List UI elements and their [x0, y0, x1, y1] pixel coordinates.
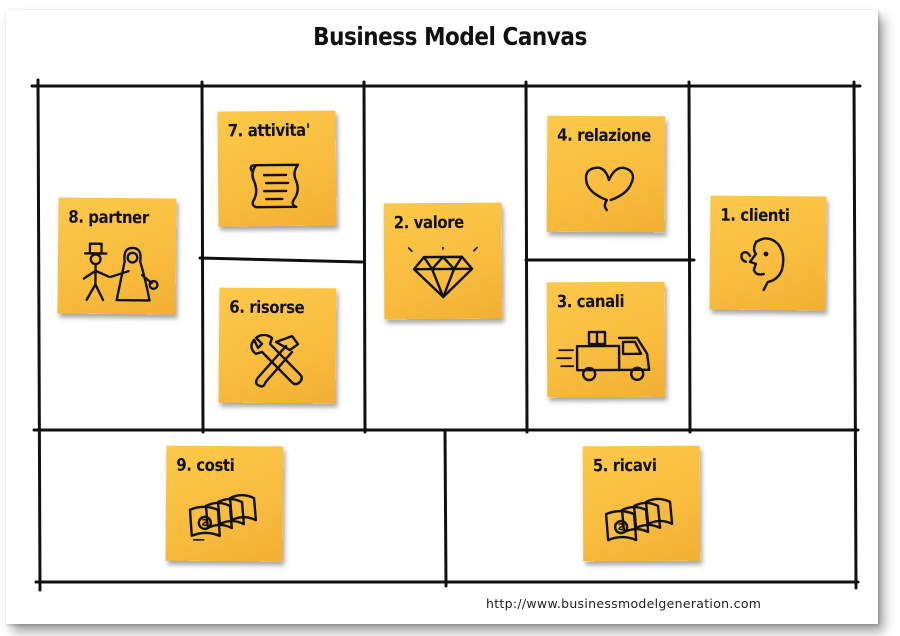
grid-left-line: [36, 78, 42, 592]
note-valore: 2. valore: [383, 202, 503, 320]
note-costi-label: 9. costi: [176, 455, 235, 477]
note-canali-label: 3. canali: [556, 291, 625, 313]
note-risorse-label: 6. risorse: [229, 297, 305, 319]
face-profile-icon: [740, 237, 785, 292]
note-clienti: 1. clienti: [709, 195, 827, 311]
note-clienti-label: 1. clienti: [720, 205, 790, 227]
diamond-icon: [407, 246, 479, 299]
scroll-icon: [249, 163, 300, 209]
note-risorse: 6. risorse: [218, 287, 337, 404]
money-bills-icon: [604, 497, 674, 542]
note-ricavi: 5. ricavi: [582, 445, 701, 562]
bride-groom-icon: [82, 242, 159, 302]
note-relazione: 4. relazione: [546, 115, 666, 233]
note-costi: 9. costi: [165, 445, 284, 562]
note-relazione-label: 4. relazione: [557, 125, 651, 147]
heart-icon: [584, 166, 635, 212]
grid-divider-3: [524, 80, 529, 434]
note-ricavi-label: 5. ricavi: [592, 455, 657, 477]
grid-divider-4: [687, 80, 692, 434]
grid-split-left: [198, 256, 364, 264]
note-attivita-label: 7. attivita': [227, 120, 311, 142]
delivery-truck-icon: [556, 330, 651, 382]
note-valore-label: 2. valore: [393, 212, 464, 234]
page-title: Business Model Canvas: [313, 22, 587, 51]
grid-divider-bottom: [443, 428, 448, 588]
note-partner-label: 8. partner: [68, 207, 149, 229]
grid-right-line: [852, 80, 858, 590]
grid-divider-2: [362, 80, 367, 434]
note-attivita: 7. attivita': [217, 110, 337, 227]
footer-url: http://www.businessmodelgeneration.com: [486, 596, 762, 611]
note-canali: 3. canali: [546, 281, 666, 398]
money-bills-icon: [188, 493, 258, 541]
wrench-hammer-icon: [250, 333, 303, 388]
note-partner: 8. partner: [57, 197, 177, 315]
